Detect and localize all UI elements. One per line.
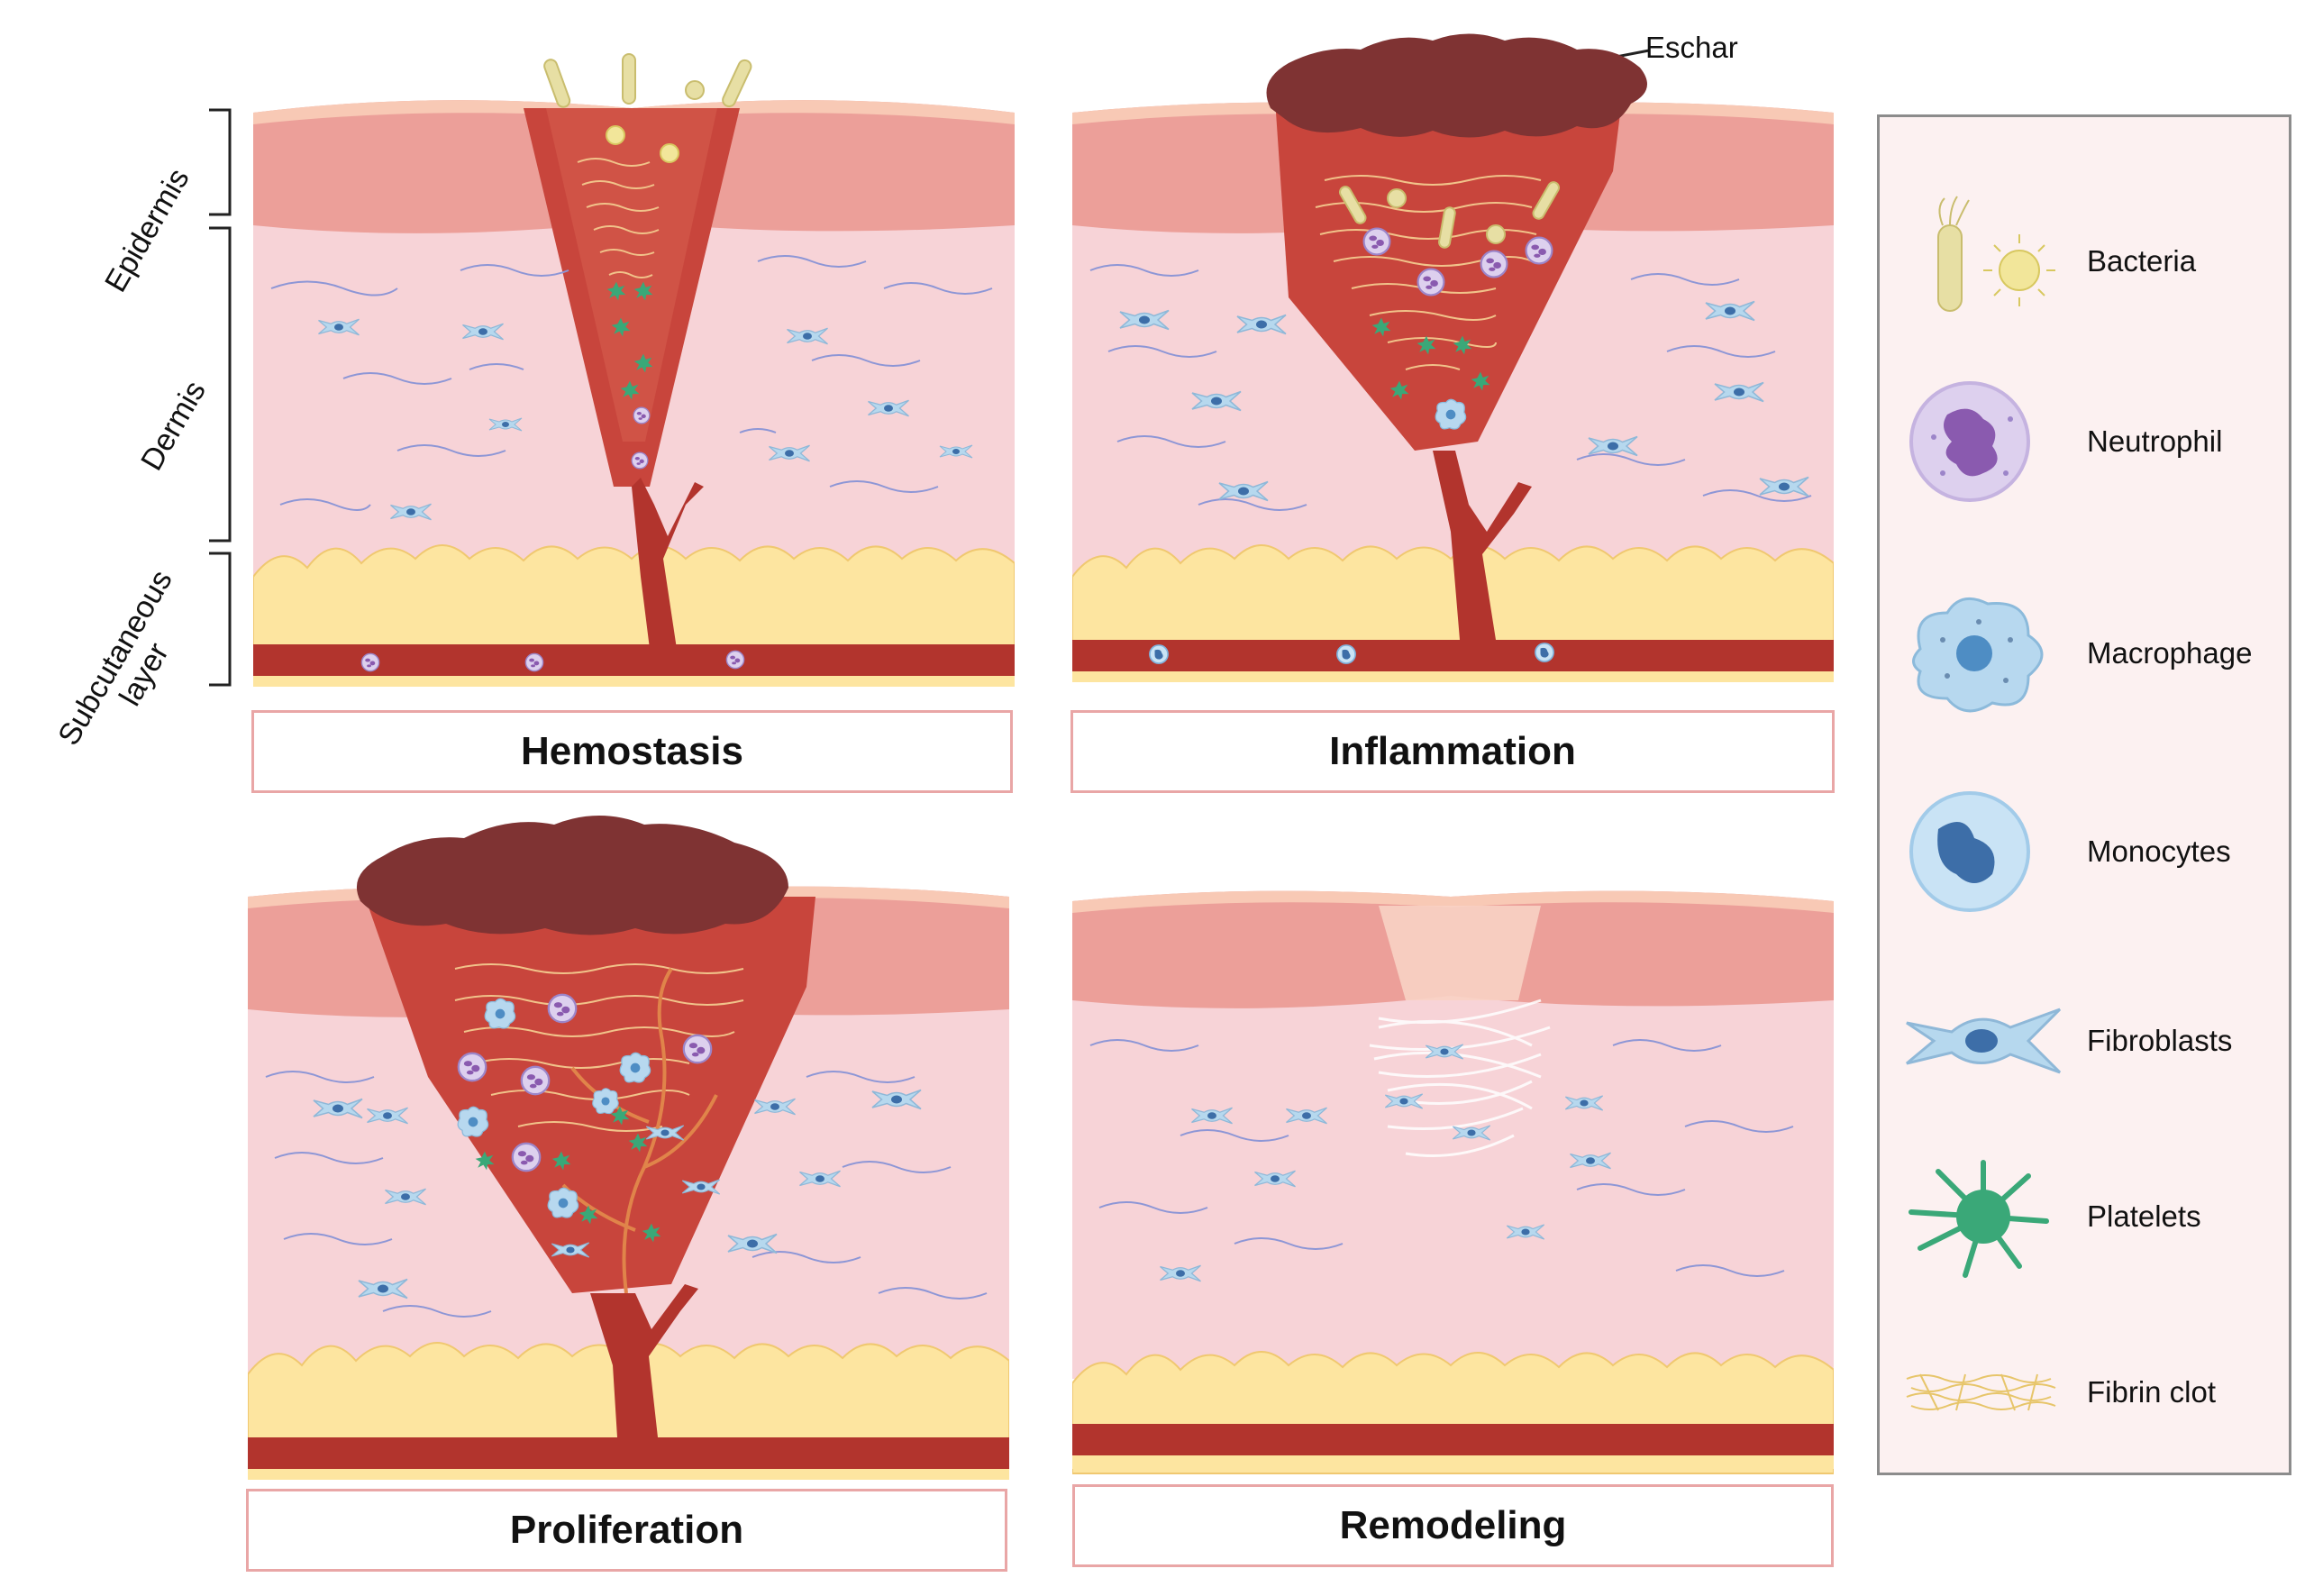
inflammation-caption: Inflammation xyxy=(1070,710,1835,793)
legend-label-neutrophil: Neutrophil xyxy=(2087,424,2223,458)
legend: Bacteria Neutrophil Macrophage Monocytes… xyxy=(1877,114,2291,1475)
monocyte-icon xyxy=(1909,791,2030,912)
legend-label-platelets: Platelets xyxy=(2087,1199,2201,1233)
legend-item-platelets: Platelets xyxy=(1880,1140,2289,1293)
proliferation-caption: Proliferation xyxy=(246,1489,1007,1572)
fibrin-clot-icon xyxy=(1906,1373,2056,1411)
legend-label-macrophage: Macrophage xyxy=(2087,636,2253,670)
fibroblast-icon xyxy=(1906,1008,2062,1074)
platelet-icon xyxy=(1909,1160,2049,1278)
legend-item-macrophage: Macrophage xyxy=(1880,577,2289,730)
neutrophil-icon xyxy=(1909,381,2030,502)
hemostasis-panel xyxy=(253,18,1015,694)
legend-item-fibroblasts: Fibroblasts xyxy=(1880,964,2289,1117)
bacteria-icon xyxy=(1937,196,2055,312)
layer-brackets xyxy=(209,108,232,687)
hemostasis-caption: Hemostasis xyxy=(251,710,1013,793)
legend-label-fibroblasts: Fibroblasts xyxy=(2087,1024,2233,1057)
legend-item-neutrophil: Neutrophil xyxy=(1880,365,2289,518)
legend-item-monocytes: Monocytes xyxy=(1880,775,2289,928)
eschar-label: Eschar xyxy=(1645,31,1738,64)
remodeling-panel xyxy=(1072,865,1834,1487)
legend-label-bacteria: Bacteria xyxy=(2087,244,2197,278)
inflammation-panel xyxy=(1072,27,1834,694)
macrophage-icon xyxy=(1912,597,2044,713)
remodeling-caption: Remodeling xyxy=(1072,1484,1834,1567)
legend-label-monocytes: Monocytes xyxy=(2087,834,2231,868)
proliferation-panel xyxy=(248,807,1009,1487)
legend-item-bacteria: Bacteria xyxy=(1880,185,2289,338)
legend-label-fibrin-clot: Fibrin clot xyxy=(2087,1375,2217,1409)
legend-item-fibrin-clot: Fibrin clot xyxy=(1880,1316,2289,1469)
